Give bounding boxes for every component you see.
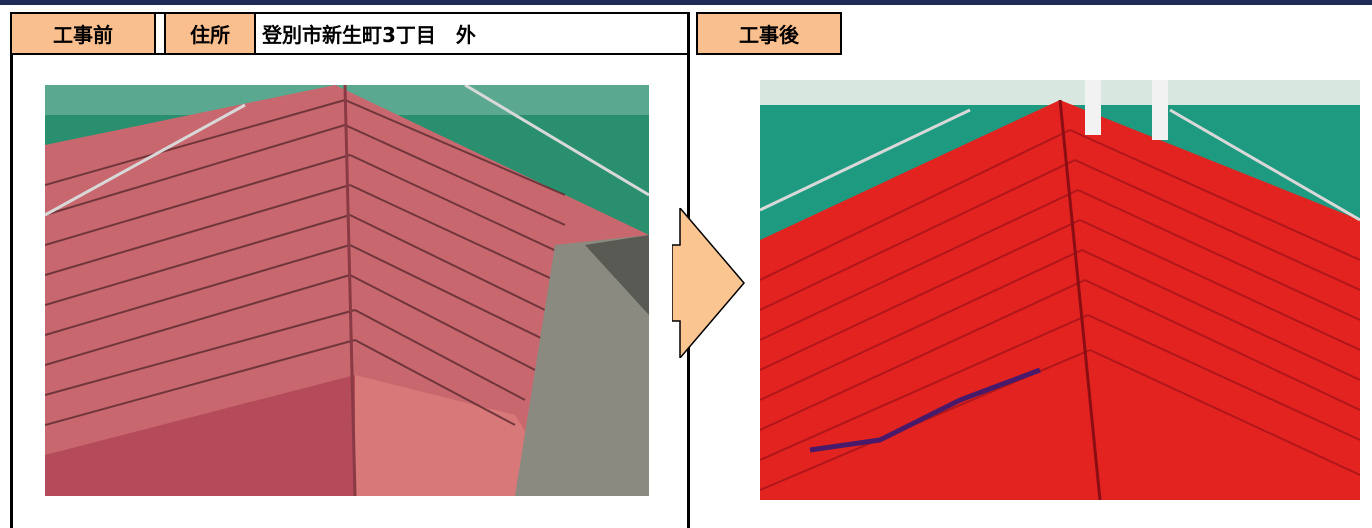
top-bar [0, 0, 1372, 5]
right-arrow-icon [671, 205, 748, 362]
after-label: 工事後 [696, 12, 842, 55]
address-label: 住所 [164, 12, 256, 55]
before-photo [45, 85, 649, 496]
after-photo [760, 80, 1360, 500]
address-value: 登別市新生町3丁目 外 [256, 12, 690, 55]
before-label: 工事前 [10, 12, 156, 55]
label-separator [156, 12, 164, 55]
